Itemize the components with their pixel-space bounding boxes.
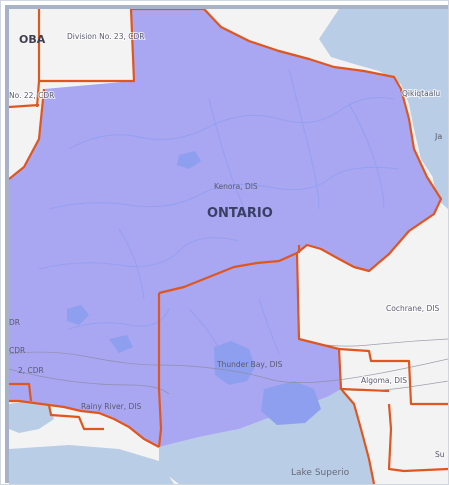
- label-rainy-river: Rainy River, DIS: [81, 402, 141, 411]
- ontario-lake-2: [261, 381, 321, 425]
- label-lake-superior: Lake Superio: [291, 468, 350, 478]
- label-su: Su: [435, 450, 445, 459]
- label-thunder-bay: Thunder Bay, DIS: [216, 360, 283, 369]
- label-division-23: Division No. 23, CDR: [67, 32, 144, 41]
- label-cdr-left: CDR: [9, 346, 25, 355]
- label-qikiqtaaluk: Qikiqtaalu: [402, 89, 440, 98]
- ontario-lake-1: [214, 341, 255, 385]
- lake-superior-water: [159, 389, 374, 484]
- map-canvas[interactable]: OBA Division No. 23, CDR No. 22, CDR Qik…: [9, 9, 448, 484]
- boundaries: [9, 9, 448, 484]
- label-dr-left: DR: [9, 318, 20, 327]
- label-division-22: No. 22, CDR: [9, 91, 54, 100]
- bottom-left-water: [9, 445, 174, 484]
- rivers: [38, 68, 400, 355]
- hudson-bay-water: [319, 9, 448, 194]
- lake-of-the-woods-water: [9, 401, 54, 433]
- ontario-lake-5: [109, 335, 133, 353]
- label-oba: OBA: [19, 33, 46, 46]
- label-ja: Ja: [434, 132, 442, 141]
- label-two-cdr: 2, CDR: [18, 366, 44, 375]
- ontario-lake-4: [177, 151, 201, 169]
- label-kenora: Kenora, DIS: [214, 182, 258, 191]
- ontario-lake-3: [67, 305, 89, 325]
- james-bay-water: [429, 149, 448, 209]
- label-ontario: ONTARIO: [207, 206, 273, 221]
- label-algoma: Algoma, DIS: [361, 376, 407, 385]
- label-cochrane: Cochrane, DIS: [386, 304, 440, 313]
